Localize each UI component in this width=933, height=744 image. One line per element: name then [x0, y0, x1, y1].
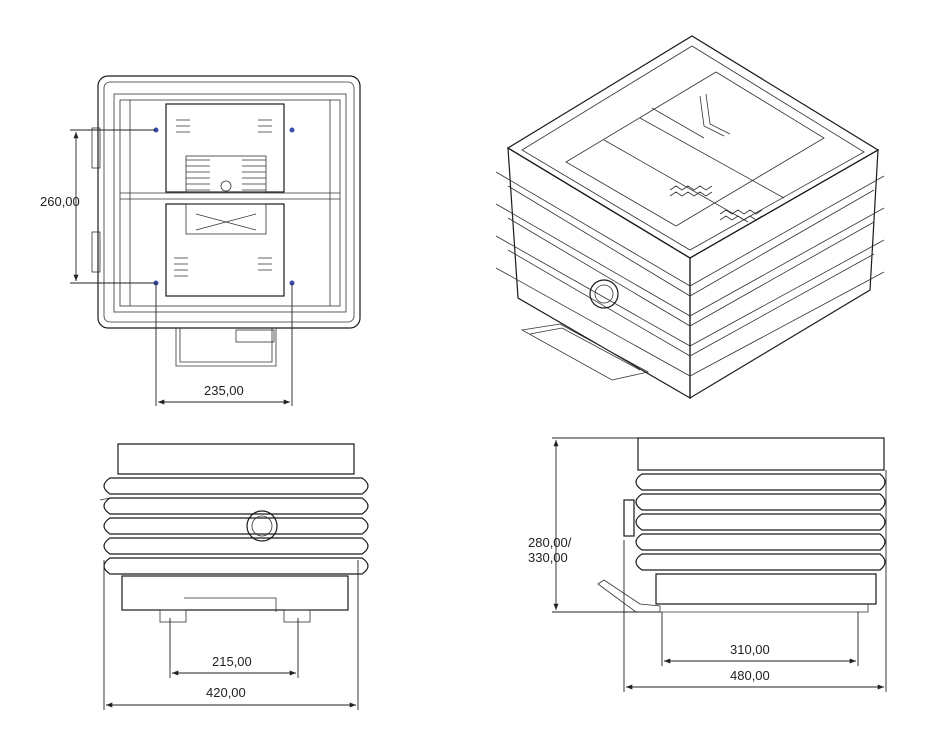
- top-view-dim-horizontal: 235,00: [204, 383, 244, 398]
- side-view: 280,00/ 330,00 310,00 480,00: [528, 437, 887, 692]
- side-view-dim-inner: 310,00: [730, 642, 770, 657]
- top-view: 260,00 235,00: [40, 75, 361, 406]
- front-view-dim-outer: 420,00: [206, 685, 246, 700]
- front-view-dim-inner: 215,00: [212, 654, 252, 669]
- bolt-hole: [289, 127, 295, 133]
- top-view-dim-vertical: 260,00: [40, 194, 80, 209]
- side-view-dim-height-line2: 330,00: [528, 550, 568, 565]
- isometric-view: [495, 35, 885, 400]
- side-view-dim-outer: 480,00: [730, 668, 770, 683]
- side-view-dim-height-line1: 280,00/: [528, 535, 572, 550]
- front-view: 215,00 420,00: [99, 443, 369, 710]
